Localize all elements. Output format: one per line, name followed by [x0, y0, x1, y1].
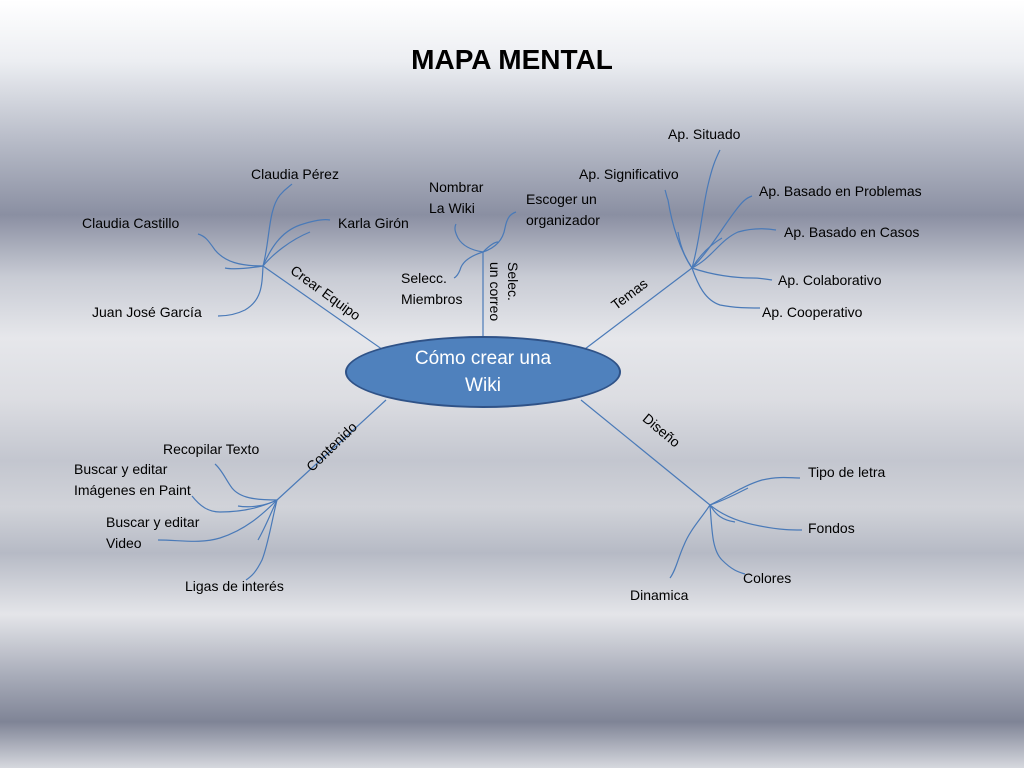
node-tipo-letra: Tipo de letra — [808, 464, 886, 480]
branch-line-crear-equipo — [262, 265, 387, 353]
sub-line-recopilar — [214, 463, 278, 501]
sub-line-temas-extra1 — [691, 237, 723, 269]
sub-line-selec-extra — [482, 241, 499, 253]
page-title: MAPA MENTAL — [411, 44, 613, 75]
node-problemas: Ap. Basado en Problemas — [759, 183, 922, 199]
sub-line-imagenes — [191, 495, 278, 513]
sub-line-colaborativo — [691, 267, 773, 281]
node-dinamica: Dinamica — [630, 587, 689, 603]
sub-line-fondos — [709, 504, 803, 531]
sub-line-dinamica — [669, 504, 711, 579]
node-colaborativo: Ap. Colaborativo — [778, 272, 882, 288]
node-significativo: Ap. Significativo — [579, 166, 679, 182]
sub-line-casos — [691, 228, 777, 269]
sub-line-cont-extra2 — [257, 499, 278, 541]
node-karla-giron: Karla Girón — [338, 215, 409, 231]
node-claudia-perez: Claudia Pérez — [251, 166, 339, 182]
node-escoger: Escoger un organizador — [526, 191, 600, 228]
central-node: Cómo crear una Wiki — [345, 336, 621, 408]
sub-line-karla — [262, 219, 331, 267]
sub-line-ce-extra1 — [224, 265, 264, 270]
node-nombrar: Nombrar La Wiki — [429, 179, 484, 216]
node-casos: Ap. Basado en Casos — [784, 224, 920, 240]
sub-line-video — [157, 499, 278, 542]
branch-line-contenido — [276, 399, 387, 501]
node-juan-jose: Juan José García — [92, 304, 202, 320]
branch-label-selec-correo: Selec. un correo — [487, 262, 521, 322]
node-miembros: Selecc. Miembros — [401, 270, 463, 307]
sub-line-juan — [217, 265, 264, 317]
sub-line-colores — [709, 504, 746, 575]
branch-line-diseno — [580, 399, 711, 506]
sub-line-cooperativo — [691, 267, 761, 309]
sub-line-dis-extra2 — [709, 504, 736, 523]
node-imagenes: Buscar y editar Imágenes en Paint — [74, 461, 191, 498]
sub-line-cont-extra1 — [237, 499, 278, 508]
sub-line-miembros — [453, 251, 484, 279]
sub-line-escoger — [482, 211, 517, 253]
node-situado: Ap. Situado — [668, 126, 741, 142]
sub-line-claudia-perez — [262, 183, 293, 267]
node-recopilar: Recopilar Texto — [163, 441, 260, 457]
branch-line-temas — [580, 267, 693, 353]
sub-line-nombrar — [454, 223, 484, 253]
node-video: Buscar y editar Video — [106, 514, 200, 551]
node-claudia-castillo: Claudia Castillo — [82, 215, 180, 231]
sub-line-ce-extra2 — [262, 231, 311, 267]
sub-line-temas-extra2 — [677, 231, 693, 269]
sub-line-situado — [691, 149, 721, 269]
sub-line-significativo — [664, 189, 693, 269]
sub-line-dis-extra1 — [709, 487, 749, 506]
sub-line-problemas — [691, 195, 753, 269]
sub-line-claudia-castillo — [197, 233, 264, 267]
node-ligas: Ligas de interés — [185, 578, 284, 594]
node-cooperativo: Ap. Cooperativo — [762, 304, 863, 320]
node-colores: Colores — [743, 570, 792, 586]
node-fondos: Fondos — [808, 520, 855, 536]
sub-line-tipo — [709, 476, 801, 506]
sub-line-ligas — [245, 499, 278, 581]
